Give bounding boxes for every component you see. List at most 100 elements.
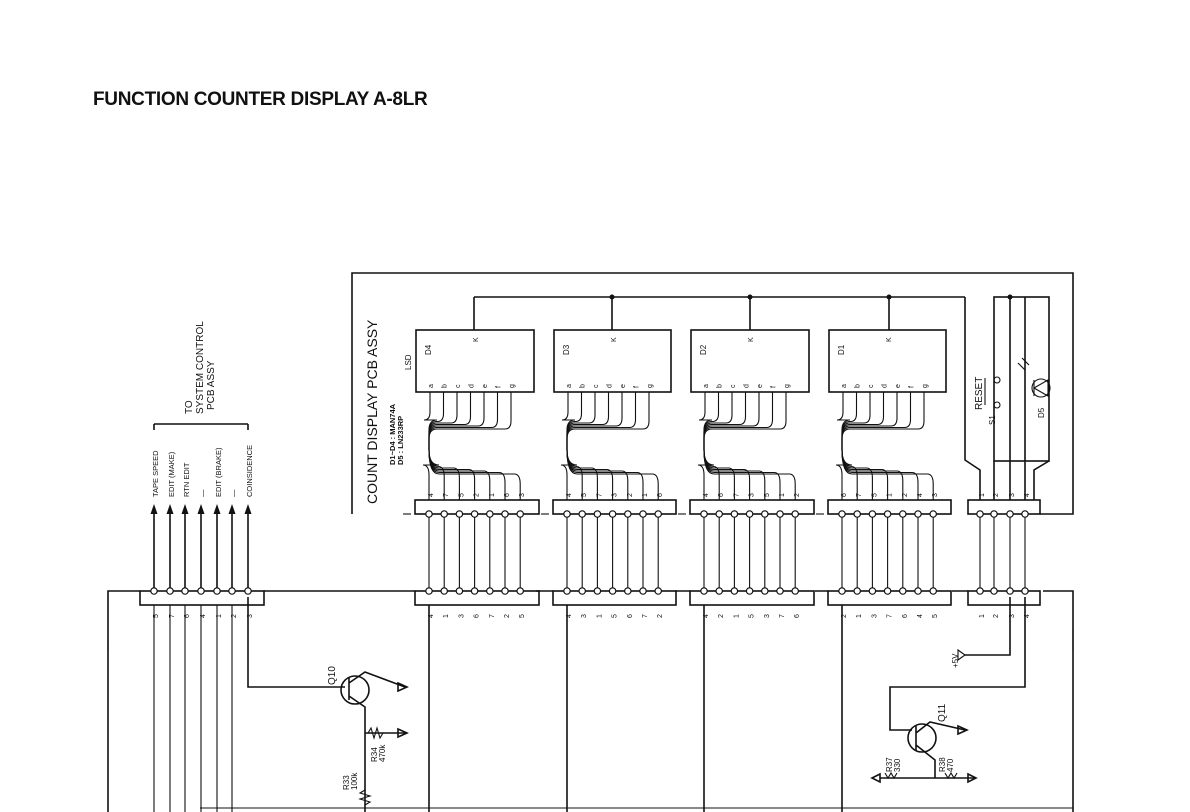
upper-pin-number: 5 [764, 493, 771, 497]
upper-pin [639, 510, 647, 518]
lower-pin-number: 3 [871, 614, 878, 618]
upper-pin [485, 510, 494, 518]
pcb-label: COUNT DISPLAY PCB ASSY [364, 319, 380, 504]
signal-pin-number: 3 [247, 614, 254, 618]
segment-label: c [593, 384, 600, 388]
segment-label: b [855, 384, 862, 388]
segment-label: g [922, 384, 929, 388]
r37-resistor [884, 771, 898, 780]
upper-pin [470, 510, 479, 518]
lsd-label: LSD [404, 354, 413, 370]
r33-value: 100k [350, 772, 359, 790]
reset-upper-connector [967, 499, 1041, 515]
reset-lower-pin-number: 3 [1009, 614, 1016, 618]
reset-lower-pin-number: 1 [979, 614, 986, 618]
reset-label: RESET [974, 377, 985, 410]
signal-arrow [244, 504, 252, 514]
upper-pin-number: 5 [871, 493, 878, 497]
r34-value: 470k [378, 744, 387, 762]
lower-pin [516, 587, 525, 595]
lower-pin [654, 587, 663, 595]
reset-lower-connector [967, 590, 1041, 606]
lower-pin [593, 587, 602, 595]
upper-pin-number: 7 [856, 493, 863, 497]
lower-pin [470, 587, 479, 595]
segment-lead [428, 392, 521, 500]
lower-pin-number: 3 [458, 614, 465, 618]
signal-label: — [229, 489, 238, 497]
segment-lead [566, 392, 614, 500]
upper-pin [745, 510, 754, 518]
segment-label: a [428, 384, 435, 388]
upper-pin-number: 4 [917, 493, 924, 497]
parts-note-1: D1~D4 : MAN74A [388, 403, 397, 465]
cathode-bus [473, 296, 981, 500]
lower-pin-number: 5 [612, 614, 619, 618]
signal-label: COINSIDENCE [245, 445, 254, 497]
reset-upper-pin [1006, 510, 1014, 518]
signal-pin [181, 587, 189, 595]
upper-pin [898, 510, 907, 518]
reset-upper-pin [990, 510, 998, 518]
upper-pin-number: 7 [596, 493, 603, 497]
led-d5-label: D5 [1037, 407, 1046, 418]
upper-pin [455, 510, 464, 518]
lower-pin [853, 587, 862, 595]
lower-pin [868, 587, 877, 595]
lower-pin-number: 7 [779, 614, 786, 618]
lower-pin [791, 587, 800, 595]
r38-label: R38 [938, 757, 947, 772]
digit-name: D2 [699, 344, 708, 355]
lower-pin [608, 587, 617, 595]
signal-pin [213, 587, 221, 595]
upper-pin [883, 510, 892, 518]
segment-lead [428, 392, 476, 500]
r38-resistor [944, 771, 958, 780]
upper-pin [929, 510, 938, 518]
upper-pin [838, 510, 846, 518]
segment-label: f [634, 386, 641, 388]
digit-cathode-label: K [473, 337, 480, 342]
segment-lead [428, 392, 506, 500]
lower-pin-number: 3 [581, 614, 588, 618]
upper-pin [425, 510, 433, 518]
lower-pin-number: 3 [764, 614, 771, 618]
upper-pin [715, 510, 724, 518]
digit-name: D3 [562, 344, 571, 355]
digit-box-d1 [828, 329, 947, 393]
segment-label: b [442, 384, 449, 388]
signal-pin-number: 1 [216, 614, 223, 618]
upper-pin-number: 7 [733, 493, 740, 497]
segment-lead [703, 392, 720, 500]
supply-label: +5V [951, 653, 960, 668]
signal-arrow [150, 504, 158, 514]
signal-pin-number: 6 [184, 614, 191, 618]
reset-lower-pin [1006, 587, 1014, 595]
segment-lead [841, 392, 934, 500]
r34-resistor [367, 726, 384, 740]
lower-pin-number: 5 [519, 614, 526, 618]
segment-lead [697, 392, 715, 500]
signal-arrow [181, 504, 189, 514]
lower-pin-number: 5 [749, 614, 756, 618]
lower-pin-number: 6 [794, 614, 801, 618]
led-d5-symbol [1032, 379, 1049, 397]
lower-pin-number: 2 [718, 614, 725, 618]
upper-pin-number: 3 [749, 493, 756, 497]
lower-pin [760, 587, 769, 595]
digit-cathode-label: K [611, 337, 618, 342]
digit-box-d3 [553, 329, 672, 393]
signal-pin-number: 4 [200, 614, 207, 618]
lower-pin [501, 587, 509, 595]
upper-pin-number: 2 [474, 493, 481, 497]
upper-pin-number: 3 [932, 493, 939, 497]
upper-pin-number: 6 [718, 493, 725, 497]
upper-pin [853, 510, 862, 518]
signal-pin [197, 587, 205, 595]
reset-upper-pin-number: 4 [1024, 493, 1031, 497]
upper-pin-number: 5 [458, 493, 465, 497]
upper-pin-number: 6 [841, 493, 848, 497]
q11-transistor [907, 723, 937, 753]
segment-lead [841, 392, 889, 500]
